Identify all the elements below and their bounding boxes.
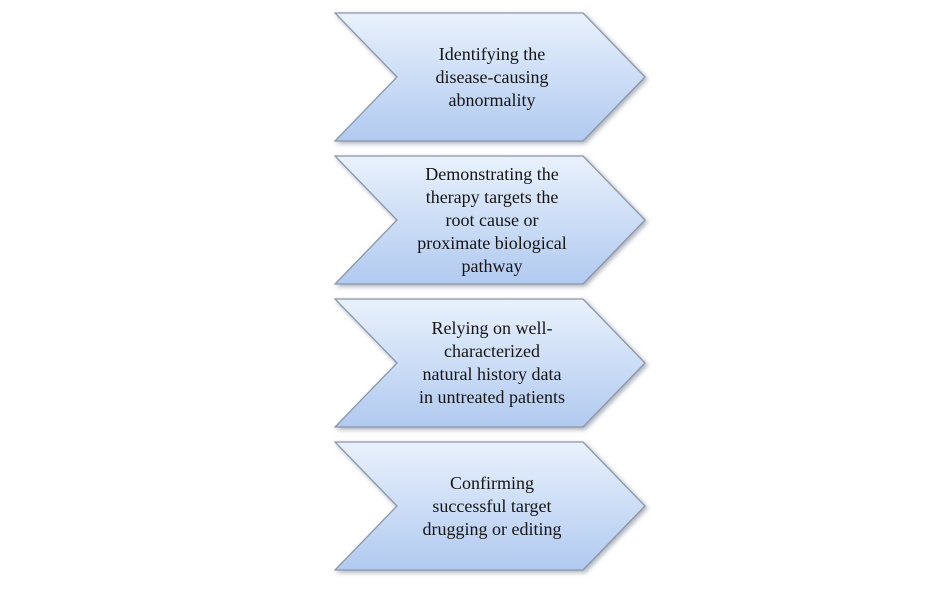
process-step-2: Demonstrating the therapy targets the ro… bbox=[334, 155, 648, 285]
process-step-3: Relying on well- characterized natural h… bbox=[334, 298, 648, 428]
chevron-arrow-shape bbox=[334, 155, 646, 285]
chevron-arrow-shape bbox=[334, 12, 646, 142]
step-label: Confirming successful target drugging or… bbox=[422, 472, 562, 539]
chevron-arrow-shape bbox=[334, 298, 646, 428]
step-label: Identifying the disease-causing abnormal… bbox=[435, 43, 549, 110]
process-step-1: Identifying the disease-causing abnormal… bbox=[334, 12, 648, 142]
process-step-4: Confirming successful target drugging or… bbox=[334, 441, 648, 571]
step-label: Relying on well- characterized natural h… bbox=[419, 318, 565, 407]
step-label: Demonstrating the therapy targets the ro… bbox=[417, 163, 567, 276]
chevron-arrow-shape bbox=[334, 441, 646, 571]
